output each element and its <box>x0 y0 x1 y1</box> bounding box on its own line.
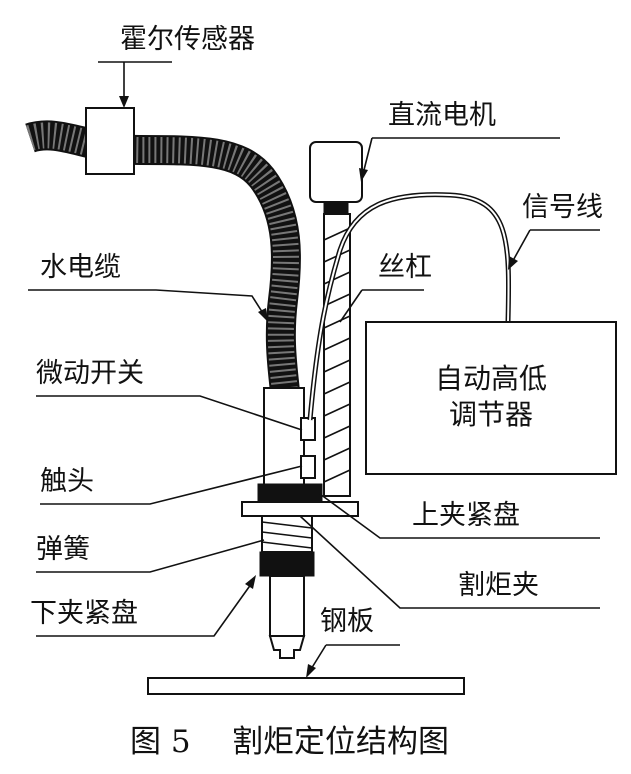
upper-clamp-disc-part <box>257 483 323 503</box>
label-micro-switch: 微动开关 <box>36 358 144 389</box>
lower-clamp-disc-part <box>259 551 315 577</box>
spring-coils <box>261 521 313 549</box>
torch-upper-body <box>263 387 305 489</box>
dc-motor-part <box>309 141 363 203</box>
controller-box <box>365 321 617 475</box>
torch-nozzle <box>268 635 306 659</box>
hall-sensor-block <box>85 107 135 175</box>
torch-lower-tube <box>269 575 305 637</box>
label-torch-clamp: 割炬夹 <box>458 570 539 601</box>
caption-figure-number: 图 5 <box>130 724 191 760</box>
torch-assembly <box>241 387 359 659</box>
torch-mid-body <box>261 515 313 553</box>
motor-and-screw <box>309 141 363 497</box>
micro-switch-part <box>300 417 316 441</box>
label-lead-screw: 丝杠 <box>378 252 432 283</box>
label-steel-plate: 钢板 <box>320 606 374 637</box>
controller-text-line2: 调节器 <box>449 398 533 431</box>
controller-text-line1: 自动高低 <box>435 362 547 395</box>
label-water-cable: 水电缆 <box>40 252 121 283</box>
label-contact: 触头 <box>40 466 94 497</box>
label-spring: 弹簧 <box>36 534 90 565</box>
steel-plate-part <box>147 677 465 695</box>
label-dc-motor: 直流电机 <box>388 100 496 131</box>
leader-lines <box>28 61 600 678</box>
motor-coupling <box>323 201 349 215</box>
label-signal-line: 信号线 <box>522 192 603 223</box>
label-lower-clamp-disc: 下夹紧盘 <box>30 598 138 629</box>
contact-part <box>300 455 316 479</box>
caption-title: 割炬定位结构图 <box>232 724 449 760</box>
label-hall-sensor: 霍尔传感器 <box>120 24 255 55</box>
label-upper-clamp-disc: 上夹紧盘 <box>412 500 520 531</box>
